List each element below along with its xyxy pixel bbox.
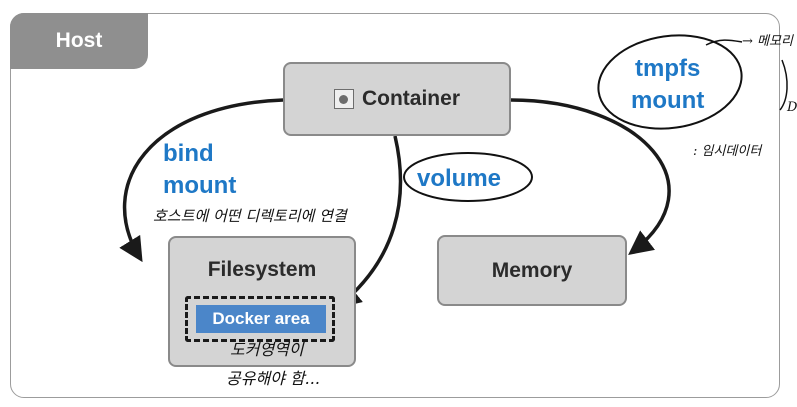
bind-mount-arrow (119, 98, 284, 263)
memory-label: Memory (491, 258, 573, 282)
bind-mount-line2: mount (163, 172, 237, 199)
tmpfs-temp-data-note: : 임시데이터 (693, 144, 762, 159)
volume-circle (403, 152, 533, 202)
bind-mount-label: bind mount (163, 138, 236, 202)
bind-mount-line1: bind (163, 140, 214, 167)
volume-label: volume (417, 165, 502, 192)
bind-mount-handwritten-note: 호스트에 어떤 디렉토리에 연결 (153, 207, 347, 225)
tmpfs-mount-line1: tmpfs (634, 55, 701, 82)
docker-area-handwritten-note-line1: 도커영역이 (230, 340, 304, 359)
filesystem-box: Filesystem (168, 236, 356, 367)
tmpfs-circle (597, 34, 743, 130)
tmpfs-mount-line2: mount (631, 87, 705, 114)
container-label: Container (361, 87, 460, 110)
tmpfs-d-note: D (787, 100, 797, 115)
container-box: Container (283, 62, 511, 136)
tmpfs-mount-arrow (510, 98, 671, 255)
docker-area: Docker area (196, 305, 326, 333)
container-icon (333, 89, 354, 109)
docker-area-handwritten-note-line2: 공유해야 함... (226, 369, 320, 388)
tmpfs-bracket (779, 59, 788, 111)
tmpfs-note-pointer (705, 39, 743, 46)
tmpfs-mount-label: tmpfs mount (631, 53, 704, 117)
memory-box: Memory (437, 235, 627, 306)
tmpfs-handwritten-note: → 메모리 (742, 34, 793, 49)
volume-arrow (336, 135, 403, 309)
host-label: Host (10, 13, 148, 69)
docker-area-dashed-outline (185, 296, 335, 342)
filesystem-label: Filesystem (207, 258, 317, 281)
